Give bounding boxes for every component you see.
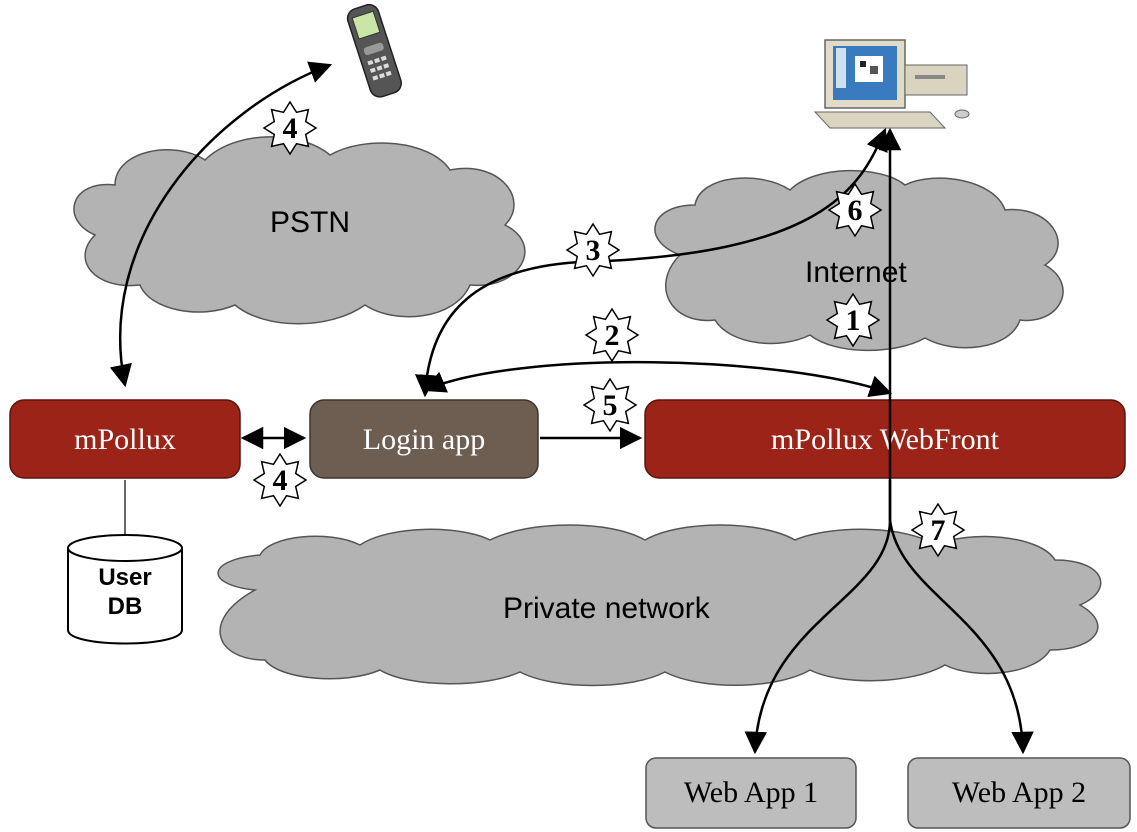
step-badge-4-pstn: 4 [262,100,318,156]
webfront-box[interactable]: mPollux WebFront [644,399,1126,479]
star-badge-shape [565,222,621,278]
pstn-cloud: PSTN [73,136,526,325]
step-badges: 4 3 2 5 4 6 1 7 [252,100,966,558]
login-app-label: Login app [363,423,485,456]
step-badge-3: 3 [565,222,621,278]
step-badge-2: 2 [584,307,640,363]
step-number: 2 [605,319,620,352]
step-number: 3 [586,234,601,267]
step-number: 7 [931,514,946,547]
web-app-1-label: Web App 1 [684,776,818,809]
login-app-box[interactable]: Login app [309,399,539,479]
db-label-line2: DB [108,593,143,620]
star-badge-shape [910,502,966,558]
step-number: 4 [273,464,288,497]
step-badge-1: 1 [825,292,881,348]
step-badge-6: 6 [827,182,883,238]
step-number: 4 [283,112,298,145]
internet-label: Internet [805,256,907,289]
star-badge-shape [827,182,883,238]
star-badge-shape [582,377,638,433]
star-badge-shape [825,292,881,348]
web-app-2-box[interactable]: Web App 2 [907,757,1131,829]
star-badge-shape [584,307,640,363]
web-app-1-box[interactable]: Web App 1 [645,757,857,829]
connectors [109,61,1034,755]
db-label-line1: User [98,564,151,591]
pstn-label: PSTN [270,206,350,239]
private-network-label: Private network [503,592,711,625]
step-number: 1 [846,304,861,337]
star-badge-shape [262,100,318,156]
web-app-2-label: Web App 2 [952,776,1086,809]
webfront-label: mPollux WebFront [771,423,1000,456]
user-db-cylinder: User DB [67,534,183,645]
desktop-computer-icon [813,39,970,129]
step-badge-4-login: 4 [252,452,308,508]
mpollux-box[interactable]: mPollux [9,399,241,479]
star-badge-shape [252,452,308,508]
step-number: 6 [848,194,863,227]
mobile-phone-icon [346,3,403,98]
mpollux-label: mPollux [74,423,176,456]
step-badge-5: 5 [582,377,638,433]
private-network-cloud: Private network [217,524,1102,687]
step-badge-7: 7 [910,502,966,558]
step-number: 5 [603,389,618,422]
